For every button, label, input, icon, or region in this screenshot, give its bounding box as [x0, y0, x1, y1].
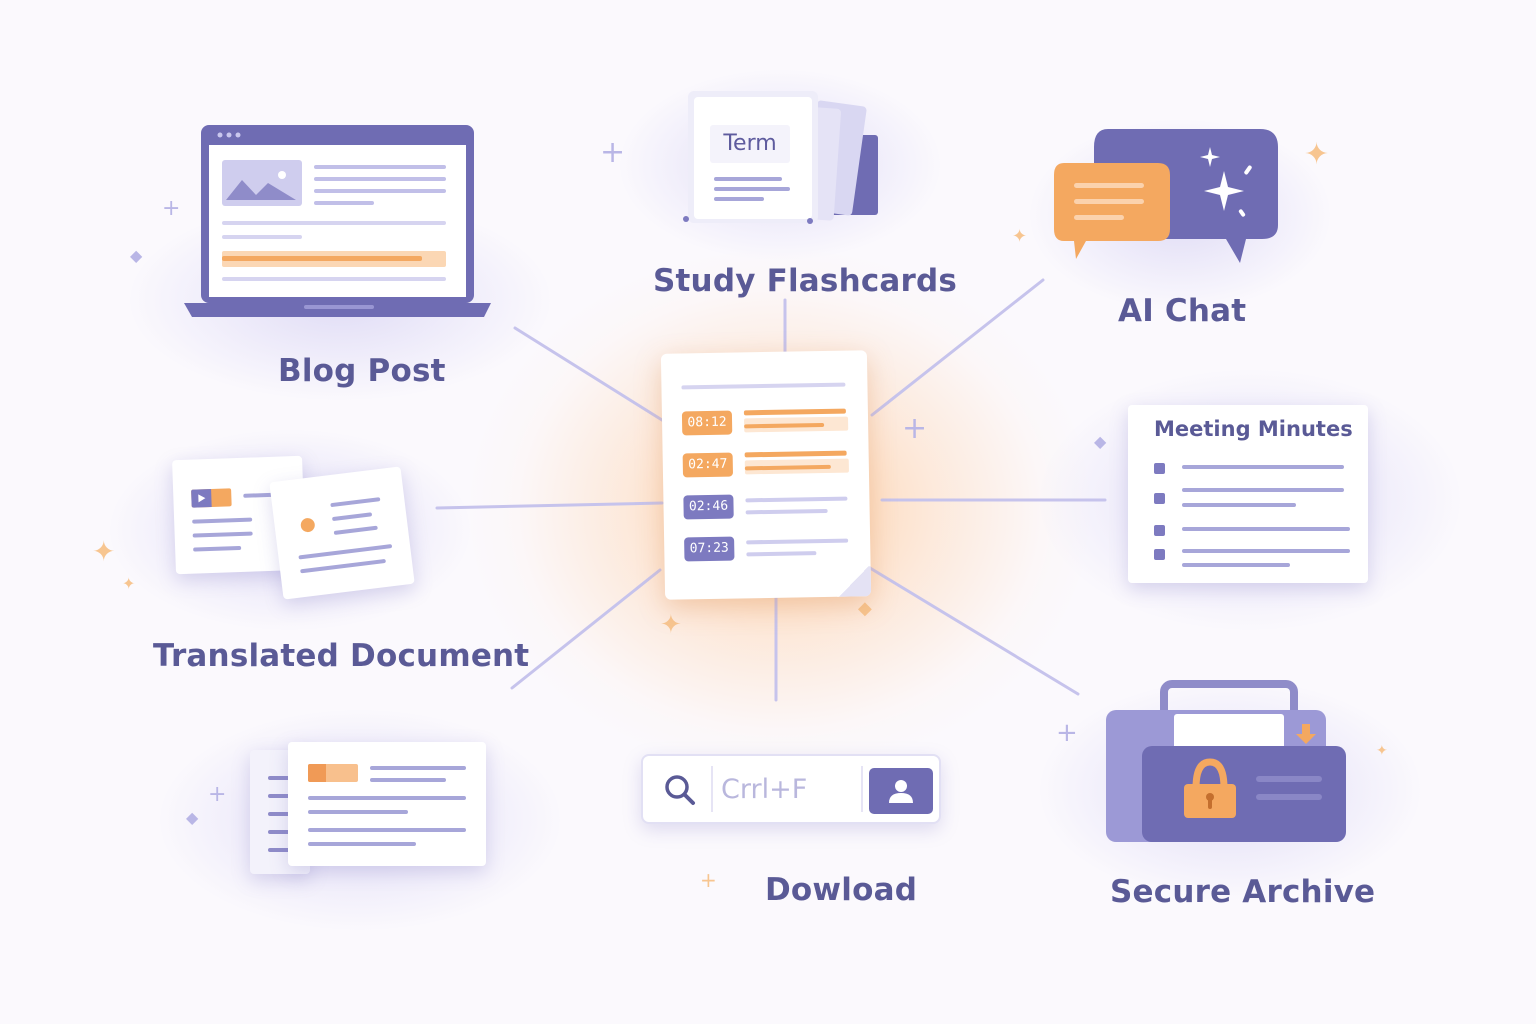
doc-line [268, 776, 290, 780]
minutes-line [1182, 488, 1344, 492]
search-icon [665, 775, 695, 805]
center-transcript-document[interactable]: 08:12 02:47 02:46 07:23 [660, 350, 872, 600]
highlight-block [308, 764, 358, 782]
node-blog-post[interactable] [184, 125, 494, 325]
node-download-searchbar[interactable]: Crrl+F [641, 754, 941, 824]
document-icon [288, 742, 486, 866]
transcript-line [743, 408, 846, 416]
sparkle-icon: ◆ [186, 808, 199, 827]
sparkle-icon: ✦ [92, 535, 116, 568]
connector-chat [870, 278, 1045, 417]
timestamp-row: 08:12 [681, 408, 849, 454]
doc-line [268, 848, 290, 852]
laptop-icon [184, 125, 491, 317]
connector-doc [510, 568, 662, 690]
timestamp-list: 08:12 02:47 02:46 07:23 [681, 408, 851, 580]
timestamp-row: 07:23 [684, 535, 851, 580]
connector-translate [435, 501, 664, 510]
checkbox-icon [1154, 549, 1165, 560]
sparkle-icon: + [600, 135, 626, 170]
doc-line [192, 517, 253, 524]
timestamp-badge: 02:46 [683, 494, 734, 520]
minutes-line [1182, 503, 1296, 507]
checkbox-icon [1154, 493, 1165, 504]
sparkle-icon: ✦ [1376, 743, 1388, 759]
node-secure-archive[interactable] [1104, 680, 1348, 846]
flashcard-term: Term [710, 125, 790, 163]
dot-icon [299, 517, 316, 533]
doc-line [298, 544, 393, 560]
minutes-line [1182, 527, 1350, 531]
label-download: Dowload [765, 872, 918, 908]
sparkle-icon: ✦ [660, 610, 682, 640]
sparkle-icon: ✦ [1304, 137, 1330, 172]
timestamp-badge: 02:47 [682, 452, 734, 478]
node-document[interactable] [246, 742, 492, 878]
search-shortcut-text: Crrl+F [721, 774, 808, 805]
sparkle-icon: ◆ [1094, 432, 1107, 451]
sparkle-icon: ◆ [130, 246, 143, 265]
label-secure-archive: Secure Archive [1110, 874, 1376, 910]
user-icon [889, 780, 913, 803]
sparkle-icon: ✦ [1012, 226, 1028, 247]
timestamp-badge: 07:23 [684, 536, 735, 562]
transcript-line [745, 496, 848, 503]
doc-line [192, 531, 253, 538]
connector-blog [513, 326, 664, 422]
checkbox-icon [1154, 525, 1165, 536]
sparkle-icon: ✦ [122, 574, 136, 593]
transcript-line [746, 538, 849, 545]
doc-line [308, 796, 466, 800]
chat-bubbles-icon [1054, 129, 1278, 263]
checkbox-icon [1154, 463, 1165, 474]
label-translated-document: Translated Document [153, 638, 530, 674]
search-input[interactable]: Crrl+F [711, 766, 863, 812]
doc-line [268, 830, 290, 834]
doc-line [333, 525, 378, 535]
label-ai-chat: AI Chat [1118, 293, 1247, 329]
doc-line [268, 812, 290, 816]
sparkle-icon: + [700, 868, 717, 892]
label-blog-post: Blog Post [278, 353, 446, 389]
doc-line [193, 545, 242, 552]
minutes-line [1182, 549, 1350, 553]
label-study-flashcards: Study Flashcards [653, 263, 958, 299]
sparkle-icon: + [208, 782, 227, 807]
doc-line [370, 778, 446, 782]
lock-icon [1106, 680, 1346, 842]
node-ai-chat[interactable] [1050, 125, 1282, 265]
doc-line [268, 794, 290, 798]
transcript-line [746, 551, 817, 557]
node-meeting-minutes[interactable]: Meeting Minutes [1128, 405, 1368, 583]
doc-line [331, 512, 373, 522]
doc-line [308, 842, 416, 846]
sparkle-icon: ◆ [858, 598, 872, 619]
doc-line [308, 828, 466, 832]
timestamp-row: 02:46 [683, 493, 850, 538]
transcript-line [744, 450, 847, 458]
transcript-line [745, 508, 828, 515]
timestamp-badge: 08:12 [681, 410, 733, 436]
sparkle-icon: + [1056, 718, 1078, 748]
sparkle-icon: + [162, 196, 181, 221]
timestamp-row: 02:47 [682, 450, 850, 496]
doc-line [300, 558, 386, 574]
node-study-flashcards[interactable]: Term [670, 85, 890, 235]
meeting-minutes-title: Meeting Minutes [1154, 417, 1353, 441]
sparkle-icon: + [902, 411, 928, 446]
doc-line [308, 810, 408, 814]
search-user-button[interactable] [869, 768, 933, 814]
minutes-line [1182, 465, 1344, 469]
connector-archive [868, 566, 1080, 696]
video-thumbnail-icon [191, 488, 232, 508]
minutes-line [1182, 563, 1290, 567]
doc-header-line [681, 382, 846, 390]
node-translated-document[interactable] [170, 452, 420, 607]
doc-line [370, 766, 466, 770]
doc-line [330, 497, 381, 508]
page-curl-icon [836, 566, 872, 597]
translated-document [269, 466, 415, 600]
